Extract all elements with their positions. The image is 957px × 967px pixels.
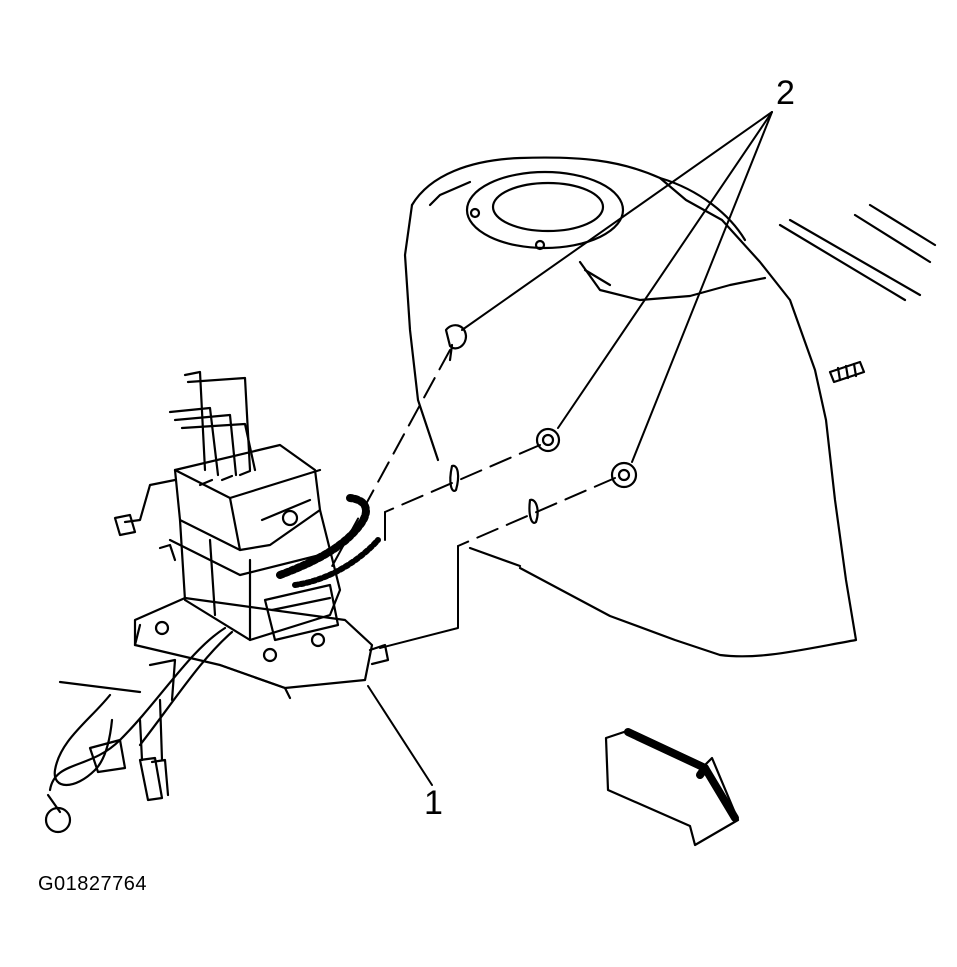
figure-id-label: G01827764 bbox=[38, 873, 148, 895]
callout-label-2: 2 bbox=[776, 74, 795, 112]
callout-label-1: 1 bbox=[424, 784, 443, 822]
callout-2-leaders bbox=[461, 111, 773, 463]
grommet-middle bbox=[535, 427, 561, 453]
callout-1-leader bbox=[367, 685, 433, 786]
mounting-frame bbox=[403, 156, 937, 658]
front-direction-arrow-icon bbox=[604, 728, 740, 847]
grommet-lower bbox=[610, 461, 638, 489]
abs-modulator-assembly bbox=[44, 370, 390, 834]
assembly-dashed-lines bbox=[329, 349, 616, 571]
grommet-upper bbox=[444, 324, 468, 362]
